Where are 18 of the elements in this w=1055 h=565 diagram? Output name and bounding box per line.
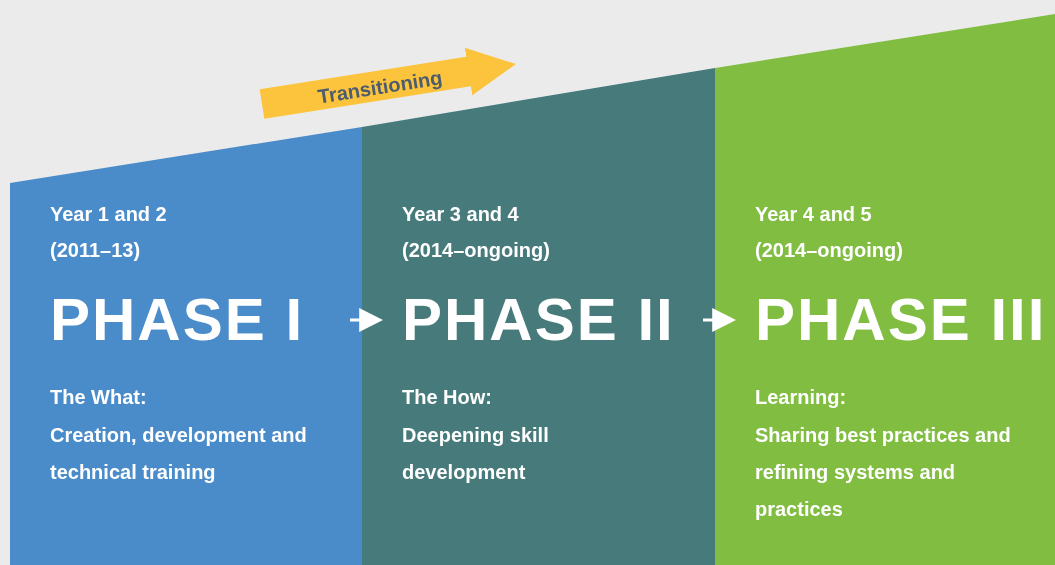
arrow	[350, 308, 384, 332]
year-label: Year 1 and 2 (2011–13)	[50, 202, 168, 263]
phase-heading: The How:	[402, 385, 492, 410]
arrow	[703, 308, 737, 332]
year-label: Year 4 and 5 (2014–ongoing)	[755, 202, 904, 263]
phase-panel	[10, 127, 362, 565]
year-label: Year 3 and 4 (2014–ongoing)	[402, 202, 551, 263]
edge-label: Transitioning	[316, 66, 444, 108]
phase-description: Creation, development and technical training	[50, 423, 308, 485]
arrow	[259, 47, 516, 119]
phase-panel	[715, 14, 1055, 565]
phase-description: Deepening skill development	[402, 423, 550, 485]
phase-heading: The What:	[50, 385, 147, 410]
phase-title: PHASE I	[50, 285, 305, 355]
phase-title: PHASE II	[402, 285, 675, 355]
phase-heading: Learning:	[755, 385, 847, 410]
phase-title: PHASE III	[755, 285, 1047, 355]
phase-description: Sharing best practices and refining systems and practices	[755, 423, 1012, 522]
